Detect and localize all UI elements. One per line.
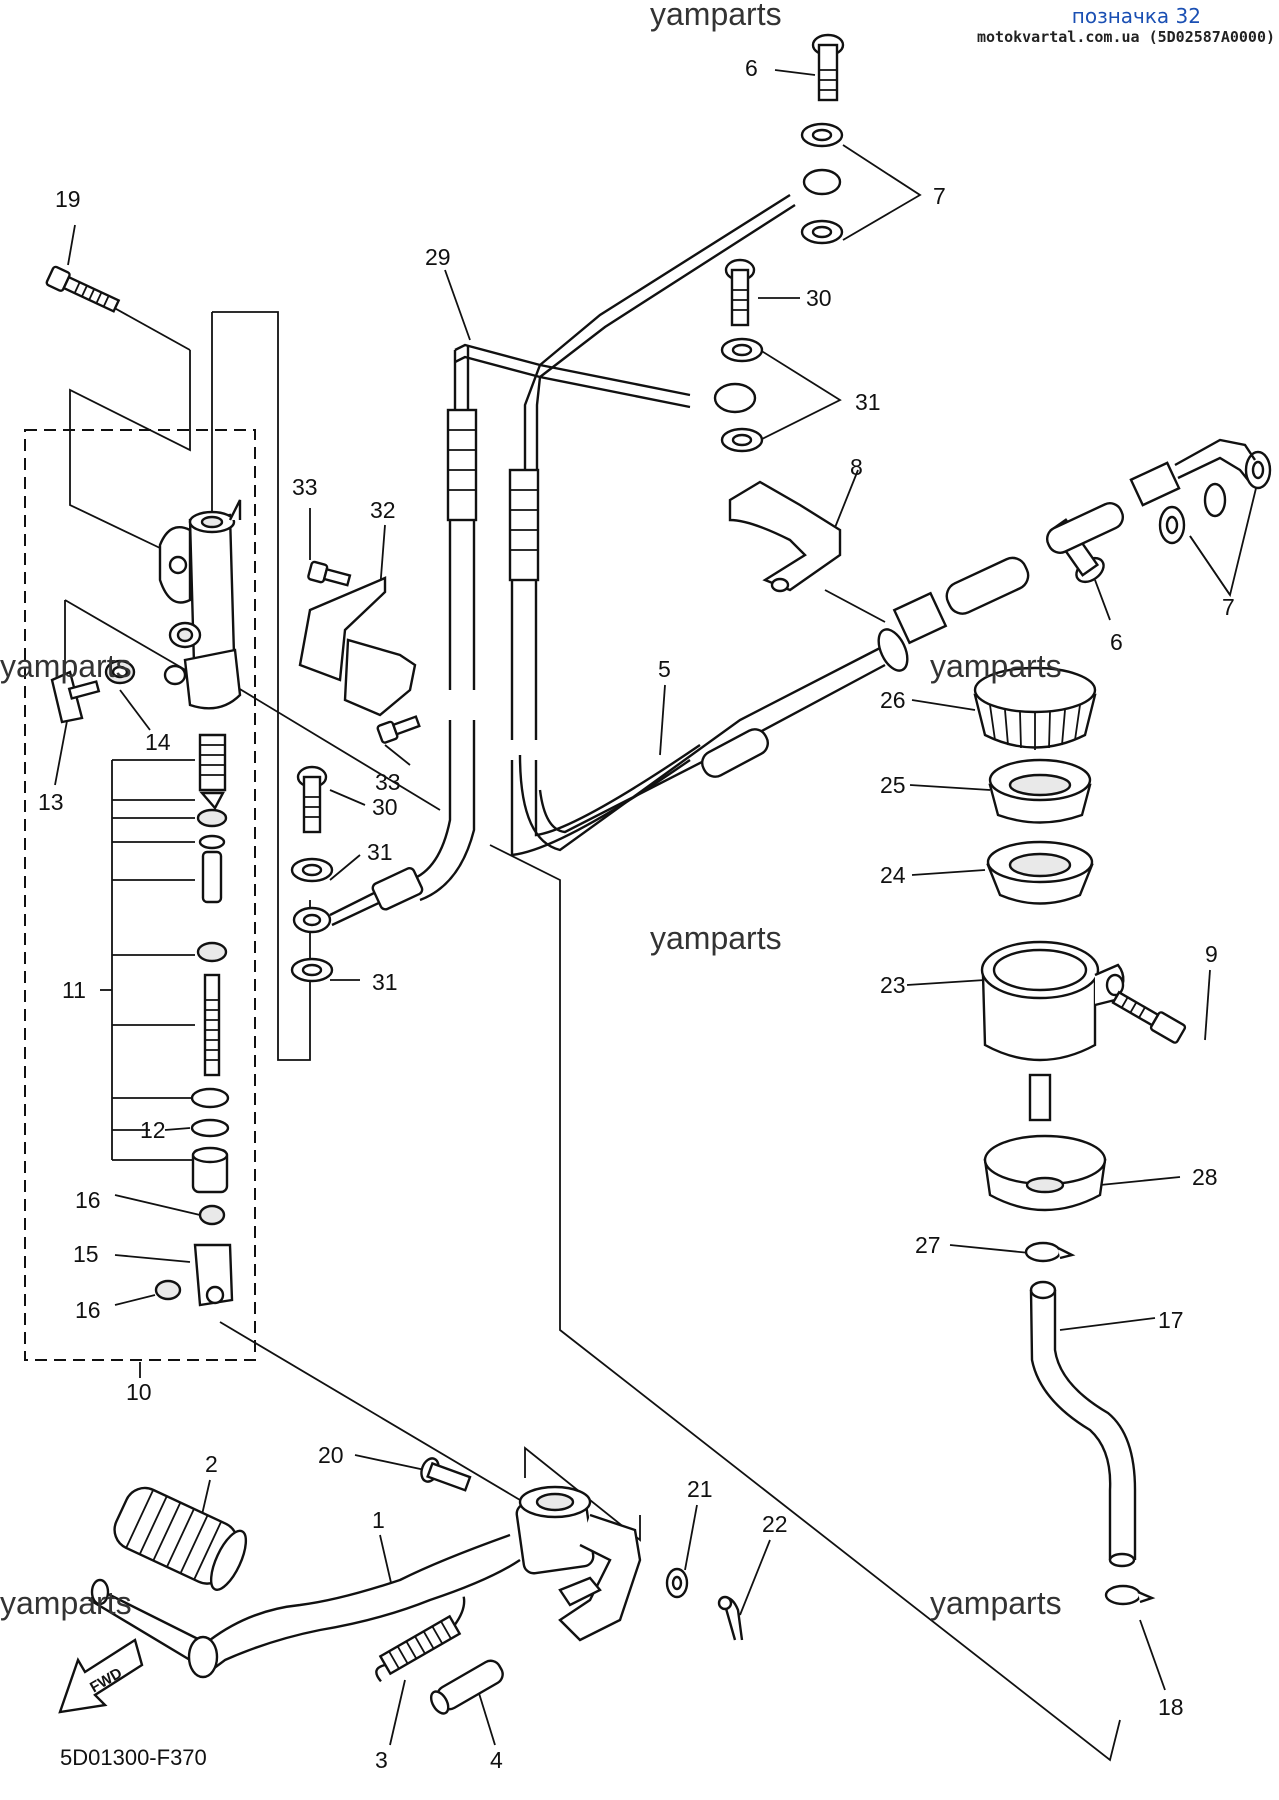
- watermark-right: yamparts: [930, 648, 1062, 684]
- callout-20: 20: [318, 1442, 344, 1468]
- gasket: [290, 337, 764, 983]
- union-bolt-3: [296, 765, 328, 834]
- header-site: motokvartal.com.ua (5D02587A0000): [976, 28, 1275, 46]
- diagram-code: 5D01300-F370: [60, 1745, 207, 1770]
- callout-6-top: 6: [745, 55, 758, 81]
- union-bolt-2: [724, 258, 756, 327]
- header-title: позначка 32: [1071, 4, 1201, 28]
- callout-32: 32: [370, 497, 396, 523]
- reservoir-hose: [1029, 1280, 1137, 1568]
- callout-30-middle: 30: [372, 794, 398, 820]
- diaphragm: [986, 840, 1094, 905]
- cylinder-plug: [50, 670, 101, 724]
- callout-1: 1: [372, 1507, 385, 1533]
- watermark-top: yamparts: [650, 0, 782, 32]
- push-rod-clevis: [193, 1243, 234, 1307]
- leader-lines: [24, 69, 1259, 1762]
- return-spring: [375, 1596, 466, 1683]
- brake-hose: [518, 438, 1256, 852]
- callout-11: 11: [62, 977, 86, 1003]
- diaphragm-holder: [988, 758, 1092, 824]
- watermark-bottom-right: yamparts: [930, 1585, 1062, 1621]
- callout-24: 24: [880, 862, 906, 888]
- callout-4: 4: [490, 1747, 503, 1773]
- callout-31-middle: 31: [367, 839, 393, 865]
- callout-6-bottom: 6: [1110, 629, 1123, 655]
- callout-7-bottom: 7: [1222, 594, 1235, 620]
- callout-numbers: 1 2 3 4 5 6 6 7 7 8 9 10 11 12 13 14 15 …: [38, 55, 1235, 1773]
- callout-31-top: 31: [855, 389, 881, 415]
- callout-30-top: 30: [806, 285, 832, 311]
- callout-13: 13: [38, 789, 64, 815]
- mounting-bolt: [45, 265, 121, 313]
- callout-5: 5: [658, 656, 671, 682]
- master-cylinder-body: [158, 499, 242, 710]
- callout-19: 19: [55, 186, 81, 212]
- hose-bracket: [728, 480, 842, 593]
- callout-15: 15: [73, 1241, 99, 1267]
- footrest-rubber: [113, 1486, 248, 1591]
- hose-clip: [1104, 1584, 1156, 1606]
- union-bolt: [811, 33, 845, 102]
- callout-25: 25: [880, 772, 906, 798]
- callout-28: 28: [1192, 1164, 1218, 1190]
- callout-29: 29: [425, 244, 451, 270]
- tank-cover: [983, 1134, 1107, 1212]
- master-cylinder-group-box: [24, 429, 256, 1361]
- callout-26: 26: [880, 687, 906, 713]
- reservoir-bolt: [1111, 990, 1187, 1044]
- callout-16-top: 16: [75, 1187, 101, 1213]
- watermark-bottom-left: yamparts: [0, 1585, 132, 1621]
- tank-clip: [1024, 1241, 1076, 1263]
- lock-nut: [198, 1204, 226, 1226]
- callout-33-top: 33: [292, 474, 318, 500]
- reservoir-tank: [980, 940, 1125, 1122]
- reservoir-cap: [973, 666, 1097, 750]
- callout-31-bottom: 31: [372, 969, 398, 995]
- callout-14: 14: [145, 729, 171, 755]
- hose-guide: [298, 576, 417, 717]
- callout-21: 21: [687, 1476, 713, 1502]
- callout-18: 18: [1158, 1694, 1184, 1720]
- copper-gasket: [800, 122, 1272, 545]
- fwd-arrow-icon: FWD: [58, 1638, 144, 1714]
- brake-pedal: [88, 1485, 642, 1679]
- bracket-bolt: [307, 560, 352, 587]
- callout-33-bottom: 33: [375, 769, 401, 795]
- callout-17: 17: [1158, 1307, 1184, 1333]
- callout-23: 23: [880, 972, 906, 998]
- plain-washer: [665, 1567, 689, 1599]
- bracket-bolt-2: [376, 715, 421, 744]
- callout-22: 22: [762, 1511, 788, 1537]
- clevis-pin: [420, 1457, 472, 1492]
- callout-27: 27: [915, 1232, 941, 1258]
- piston-kit: [190, 733, 230, 1194]
- cylinder-fitting: [104, 659, 136, 685]
- callout-8: 8: [850, 454, 863, 480]
- callout-12: 12: [140, 1117, 166, 1143]
- callout-9: 9: [1205, 941, 1218, 967]
- callout-2: 2: [205, 1451, 218, 1477]
- callout-10: 10: [126, 1379, 152, 1405]
- cotter-pin: [717, 1595, 744, 1641]
- watermark-left: yamparts: [0, 648, 132, 684]
- callout-7-top: 7: [933, 183, 946, 209]
- callout-3: 3: [375, 1747, 388, 1773]
- lock-nut-2: [154, 1279, 182, 1301]
- callout-16-bottom: 16: [75, 1297, 101, 1323]
- brake-hose-2: [409, 168, 842, 902]
- pedal-bushing: [429, 1659, 504, 1715]
- watermark-center: yamparts: [650, 920, 782, 956]
